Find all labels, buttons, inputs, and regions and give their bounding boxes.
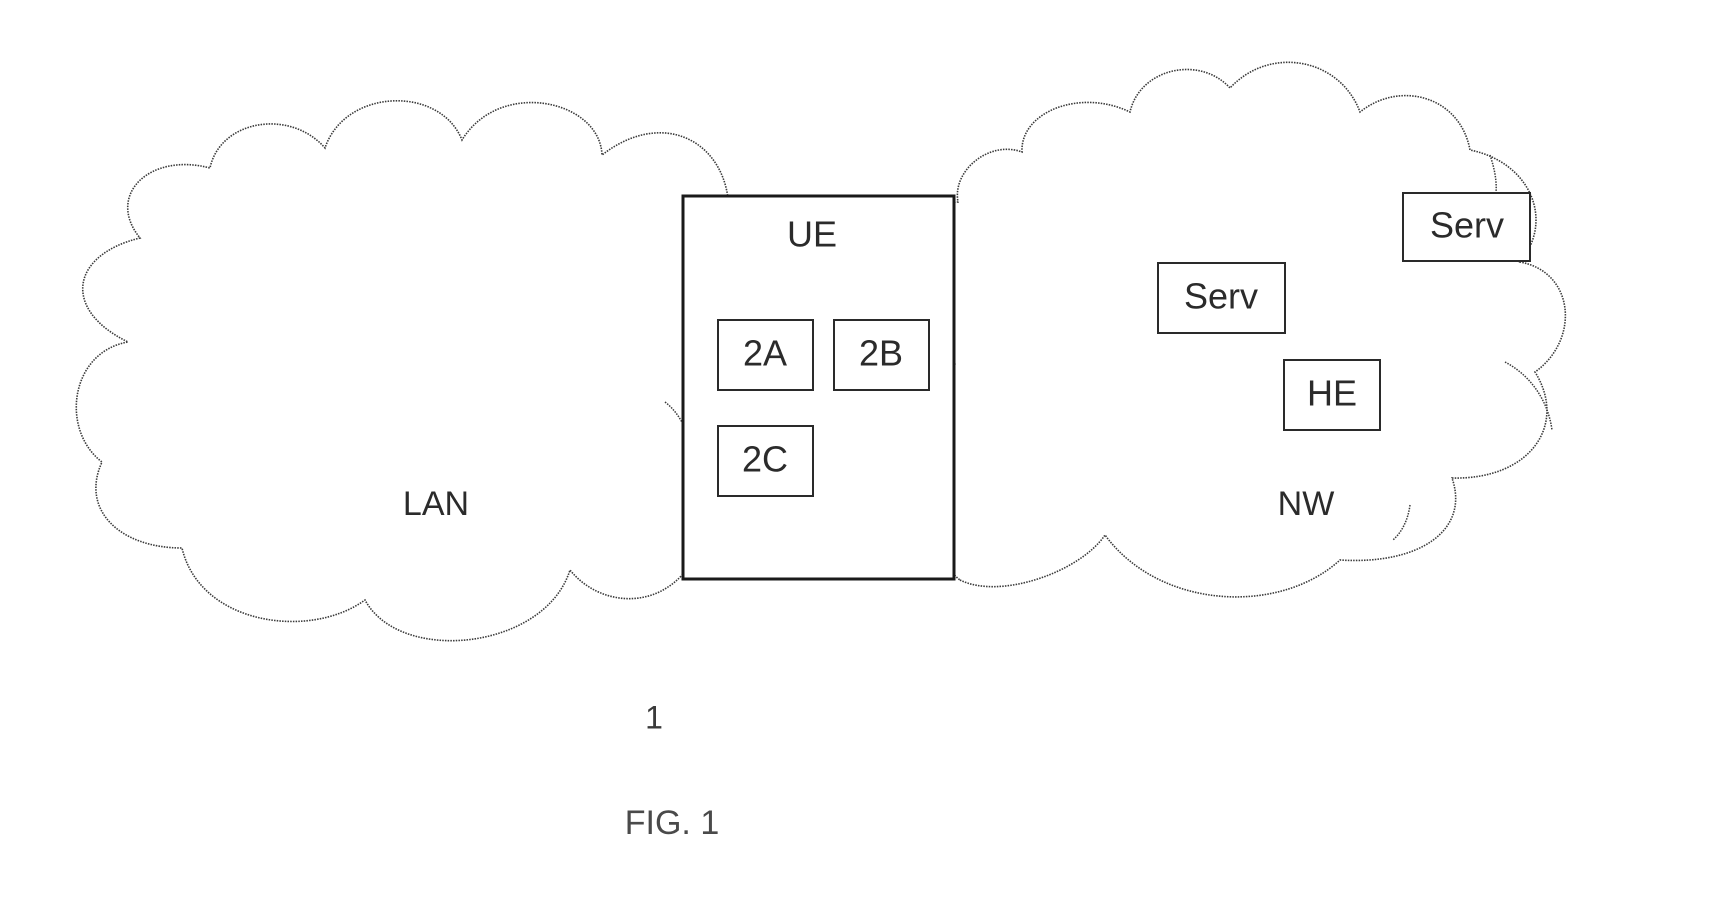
lan-label: LAN xyxy=(403,485,469,523)
nw-label: NW xyxy=(1278,485,1335,523)
nw-cloud-inner-arc-2 xyxy=(1392,504,1411,541)
module-2a-box xyxy=(717,319,814,391)
lan-cloud-outline xyxy=(75,99,731,642)
home-entity-frame xyxy=(1283,359,1381,431)
nw-cloud-inner-arc-1 xyxy=(1504,361,1553,431)
lan-cloud: LAN xyxy=(75,99,731,642)
server-label-1: Serv xyxy=(1184,276,1258,317)
module-2b: 2B xyxy=(833,319,930,391)
module-2c-box xyxy=(717,425,814,497)
ue-label: UE xyxy=(787,214,837,255)
server-label-2: Serv xyxy=(1430,205,1504,246)
server-box-1-frame xyxy=(1157,262,1286,334)
reference-numeral: 1 xyxy=(645,699,663,735)
home-entity-label: HE xyxy=(1307,373,1357,414)
server-box-1: Serv xyxy=(1157,262,1286,334)
home-entity-box: HE xyxy=(1283,359,1381,431)
module-2b-box xyxy=(833,319,930,391)
ue-box: UE 2A 2B 2C xyxy=(681,194,956,581)
figure-caption: FIG. 1 xyxy=(625,804,719,842)
module-2c: 2C xyxy=(717,425,814,497)
module-2a-label: 2A xyxy=(743,333,787,374)
server-box-2-frame xyxy=(1402,192,1531,262)
module-2a: 2A xyxy=(717,319,814,391)
module-2c-label: 2C xyxy=(742,439,788,480)
module-2b-label: 2B xyxy=(859,333,903,374)
server-box-2: Serv xyxy=(1402,192,1531,262)
